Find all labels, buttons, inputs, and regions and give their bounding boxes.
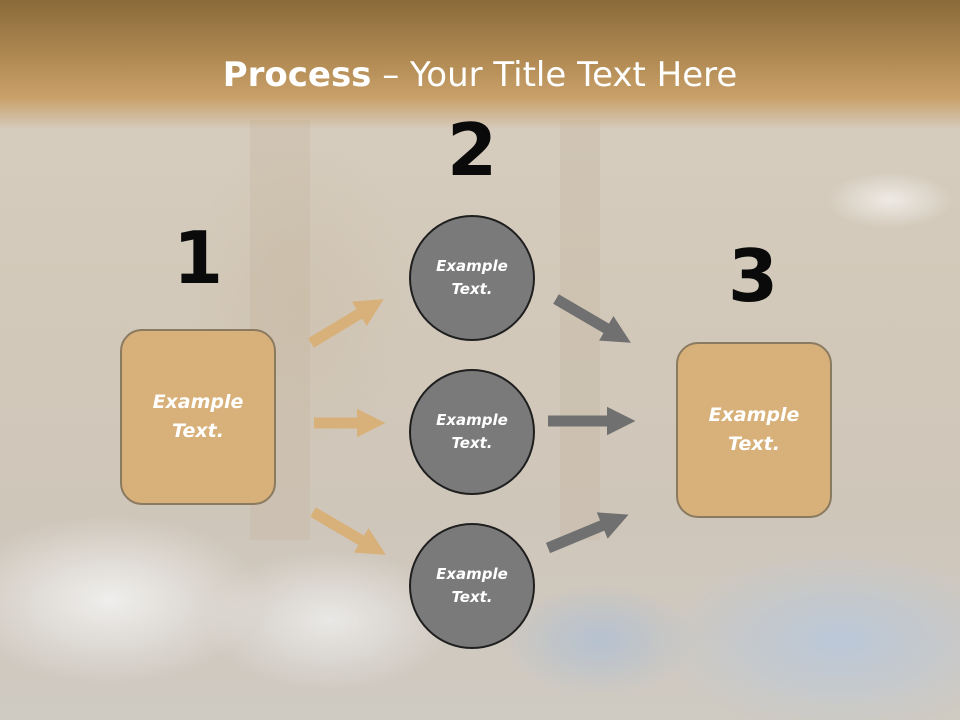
step-number-2: 2: [446, 108, 498, 192]
step2-circle-top-text: Example Text.: [436, 257, 508, 298]
arrow-bottom-to-step3: [545, 512, 629, 554]
step1-box-text: Example Text.: [152, 391, 244, 442]
arrow-top-to-step3: [553, 294, 631, 343]
title-rest-part: – Your Title Text Here: [371, 55, 738, 95]
title-banner: [0, 0, 960, 130]
step2-circle-middle[interactable]: Example Text.: [409, 369, 535, 495]
step3-box-text: Example Text.: [708, 404, 800, 455]
title-bold-part: Process: [222, 55, 372, 95]
step2-circle-bottom-text: Example Text.: [436, 565, 508, 606]
step3-box[interactable]: Example Text.: [676, 342, 832, 518]
step2-circle-middle-text: Example Text.: [436, 411, 508, 452]
step1-box[interactable]: Example Text.: [120, 329, 276, 505]
background-building-column: [560, 120, 600, 540]
arrow-step1-to-bottom: [310, 507, 386, 555]
step2-circle-bottom[interactable]: Example Text.: [409, 523, 535, 649]
step2-circle-top[interactable]: Example Text.: [409, 215, 535, 341]
step-number-1: 1: [172, 216, 224, 300]
slide-title: Process – Your Title Text Here: [0, 54, 960, 96]
arrow-step1-to-top: [308, 299, 384, 348]
step-number-3: 3: [727, 234, 779, 318]
